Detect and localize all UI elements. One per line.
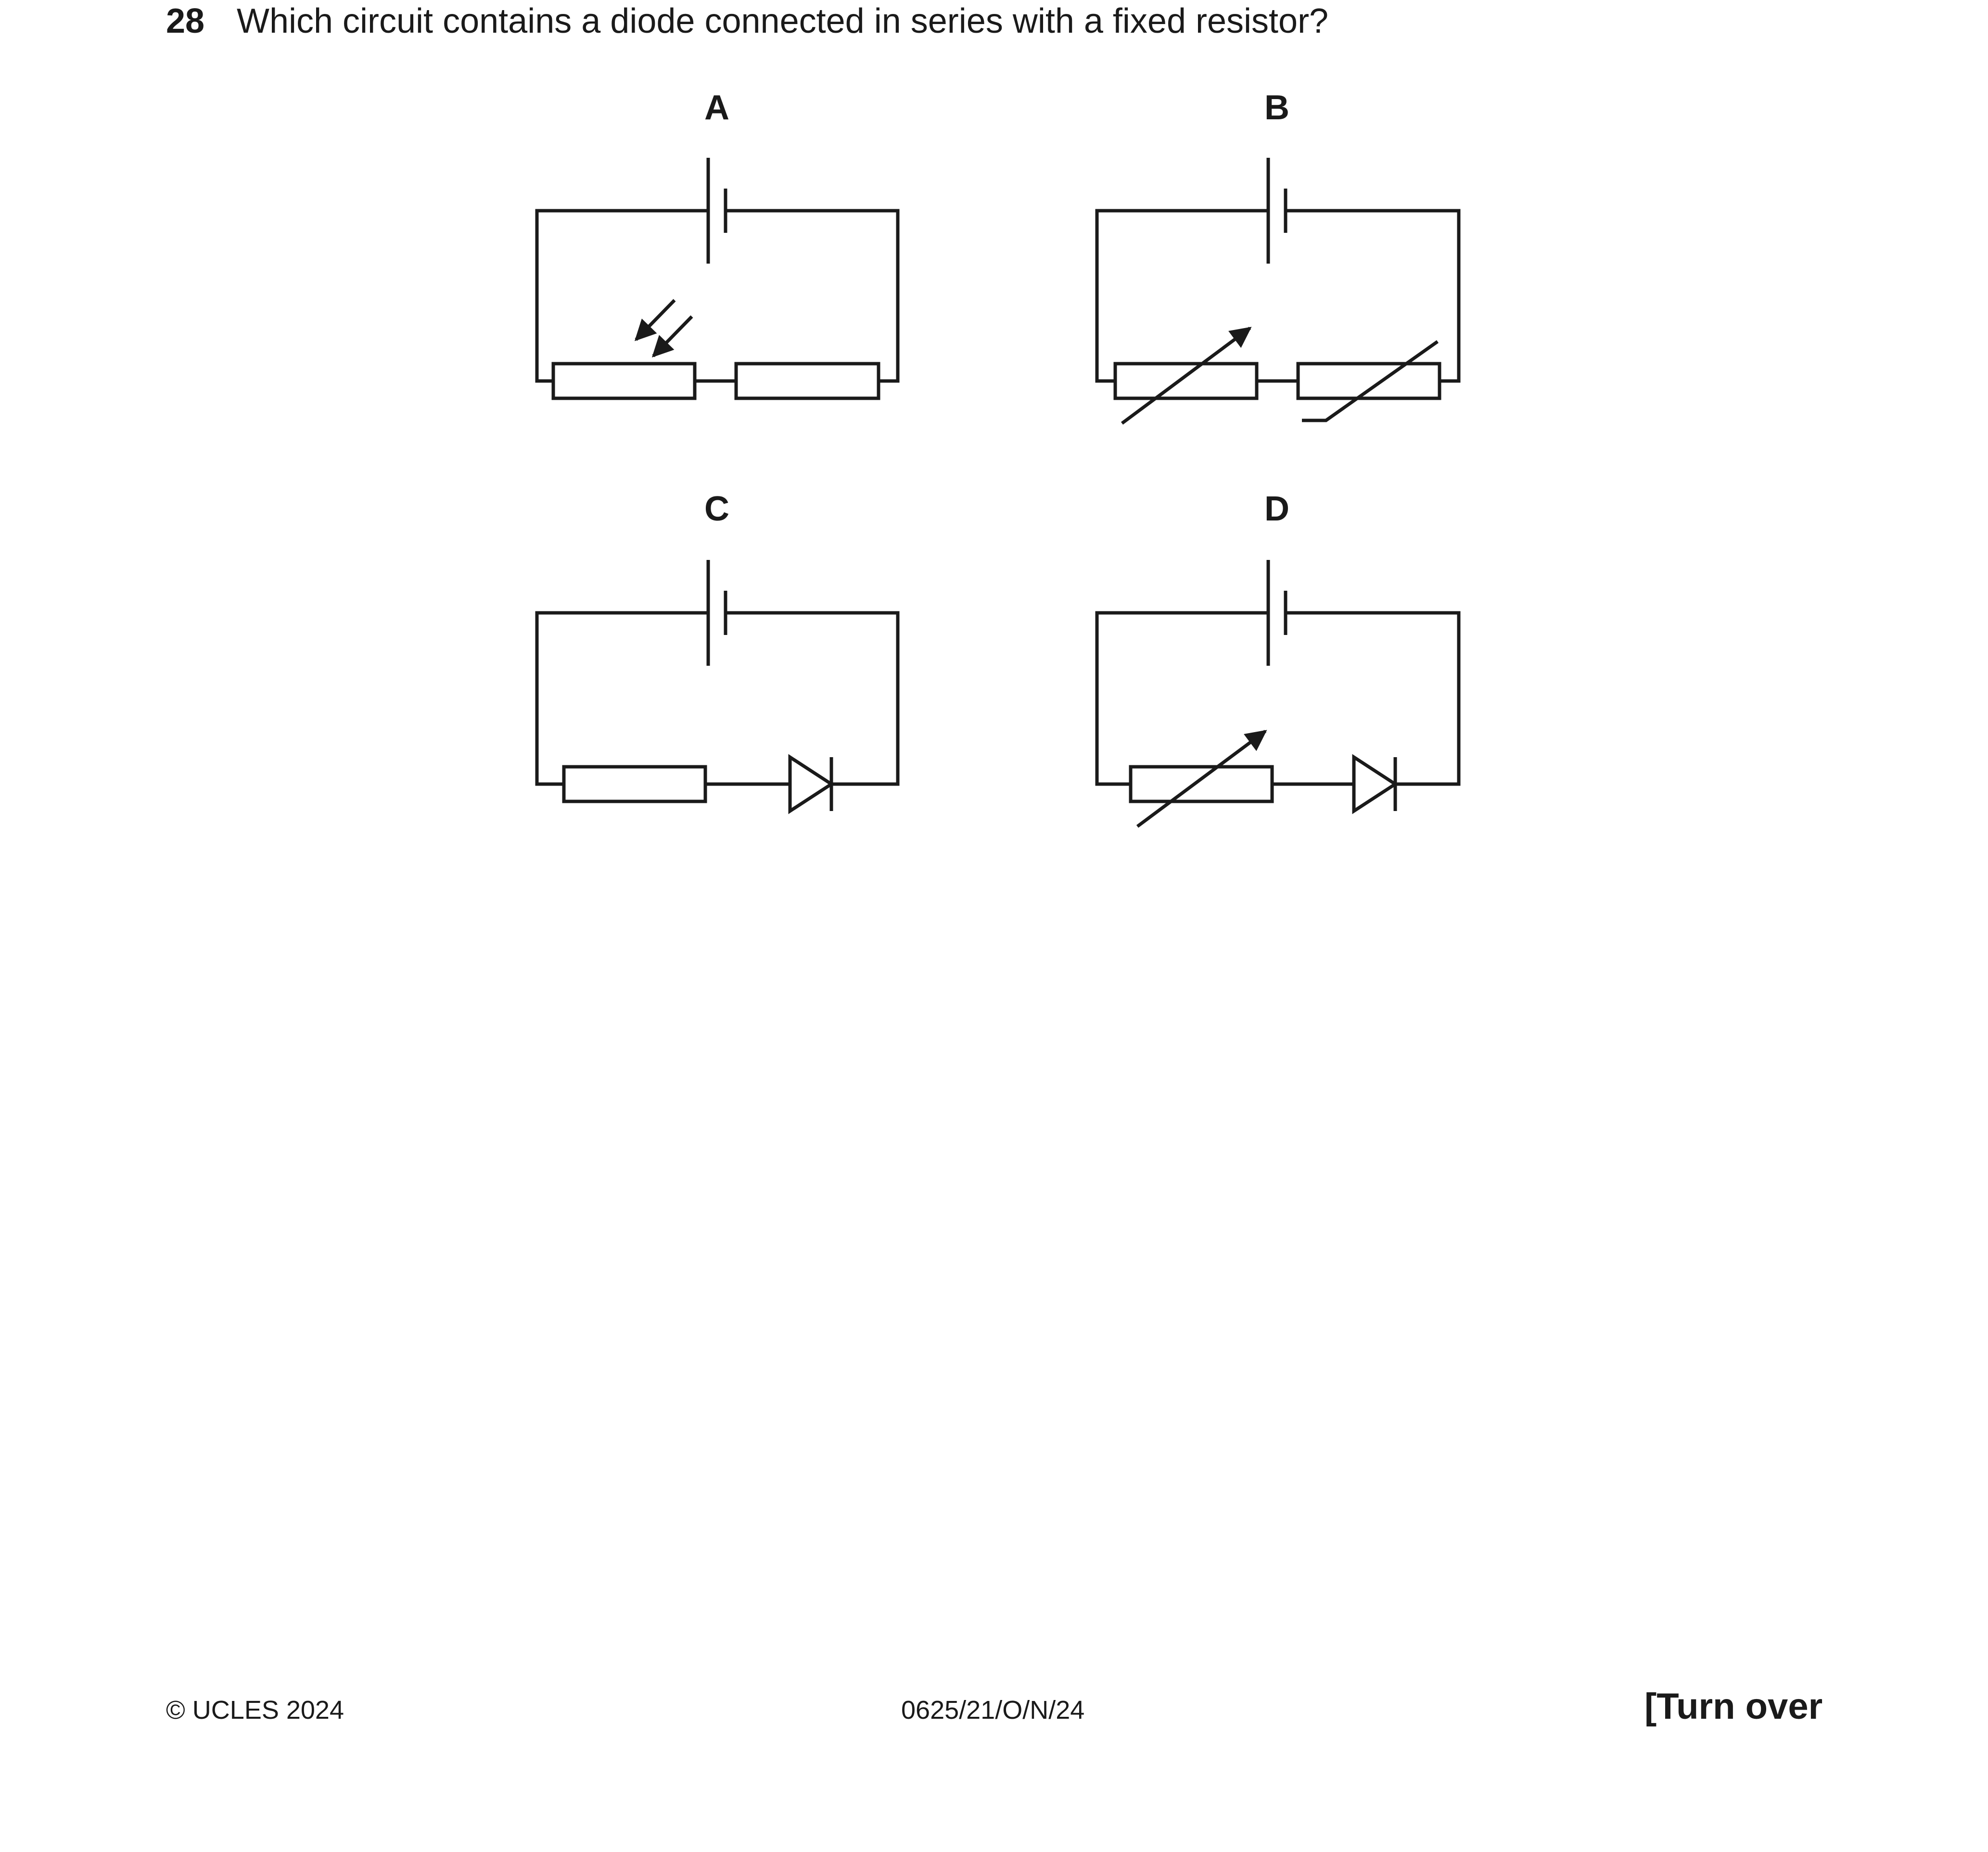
- wire: [535, 611, 708, 786]
- option-label-b: B: [1264, 89, 1289, 127]
- wire: [1286, 209, 1461, 383]
- wire: [535, 209, 708, 383]
- question-text: Which circuit contains a diode connected…: [237, 2, 1329, 40]
- option-label-a: A: [704, 89, 729, 127]
- circuit-b: [1095, 158, 1461, 425]
- turn-over: [Turn over: [1644, 1686, 1823, 1727]
- diode-icon: [788, 754, 835, 814]
- wire: [726, 611, 900, 786]
- question-number: 28: [166, 2, 205, 40]
- wire: [726, 209, 900, 383]
- fixed-resistor: [734, 362, 880, 400]
- circuit-a: [535, 158, 900, 400]
- paper-code: 0625/21/O/N/24: [901, 1696, 1085, 1725]
- wire: [1095, 209, 1268, 383]
- copyright: © UCLES 2024: [166, 1696, 344, 1725]
- light-arrow-icon: [634, 299, 676, 342]
- variable-arrow-icon: [1121, 327, 1252, 425]
- thermistor-line: [1302, 340, 1439, 422]
- variable-arrow-icon: [1136, 730, 1267, 828]
- variable-resistor: [1129, 765, 1274, 803]
- option-label-d: D: [1264, 490, 1289, 528]
- diode-icon: [1352, 754, 1399, 814]
- fixed-resistor: [562, 765, 707, 803]
- ldr-resistor: [551, 362, 697, 400]
- option-label-c: C: [704, 490, 729, 528]
- thermistor: [1296, 362, 1441, 400]
- wire: [1095, 611, 1268, 786]
- circuit-c: [535, 560, 900, 814]
- light-arrow-icon: [651, 315, 693, 358]
- wire: [1286, 611, 1461, 786]
- circuit-d: [1095, 560, 1461, 828]
- variable-resistor: [1113, 362, 1259, 400]
